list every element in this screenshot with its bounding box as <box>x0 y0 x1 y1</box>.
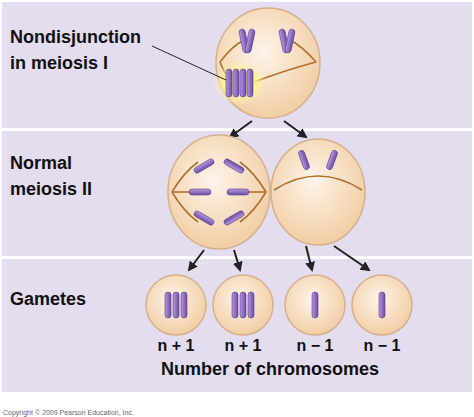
stage-band: Nondisjunction in meiosis I <box>2 2 472 128</box>
gamete-cell: n − 1 <box>280 274 350 358</box>
axis-caption: Number of chromosomes <box>140 358 400 380</box>
gamete-outline <box>347 274 417 336</box>
copyright-note: Copyright © 2009 Pearson Education, Inc. <box>3 407 203 417</box>
gamete-membrane <box>146 275 206 335</box>
chromosome-count-label: n − 1 <box>280 336 350 356</box>
gamete-membrane <box>213 275 273 335</box>
chromosome-count-label: n − 1 <box>347 336 417 356</box>
chromosome-count-label: n + 1 <box>141 336 211 356</box>
chromosome-count-label: n + 1 <box>208 336 278 356</box>
gamete-cell: n + 1 <box>208 274 278 358</box>
gamete-membrane <box>285 275 345 335</box>
stage-band: Normal meiosis II <box>2 131 472 256</box>
gamete-cell: n − 1 <box>347 274 417 358</box>
gamete-outline <box>208 274 278 336</box>
gamete-membrane <box>352 275 412 335</box>
gamete-cell: n + 1 <box>141 274 211 358</box>
band-heading: Gametes <box>10 286 130 312</box>
band-heading: Normal meiosis II <box>10 150 130 202</box>
band-heading: Nondisjunction in meiosis I <box>10 24 150 76</box>
gamete-outline <box>141 274 211 336</box>
gamete-outline <box>280 274 350 336</box>
